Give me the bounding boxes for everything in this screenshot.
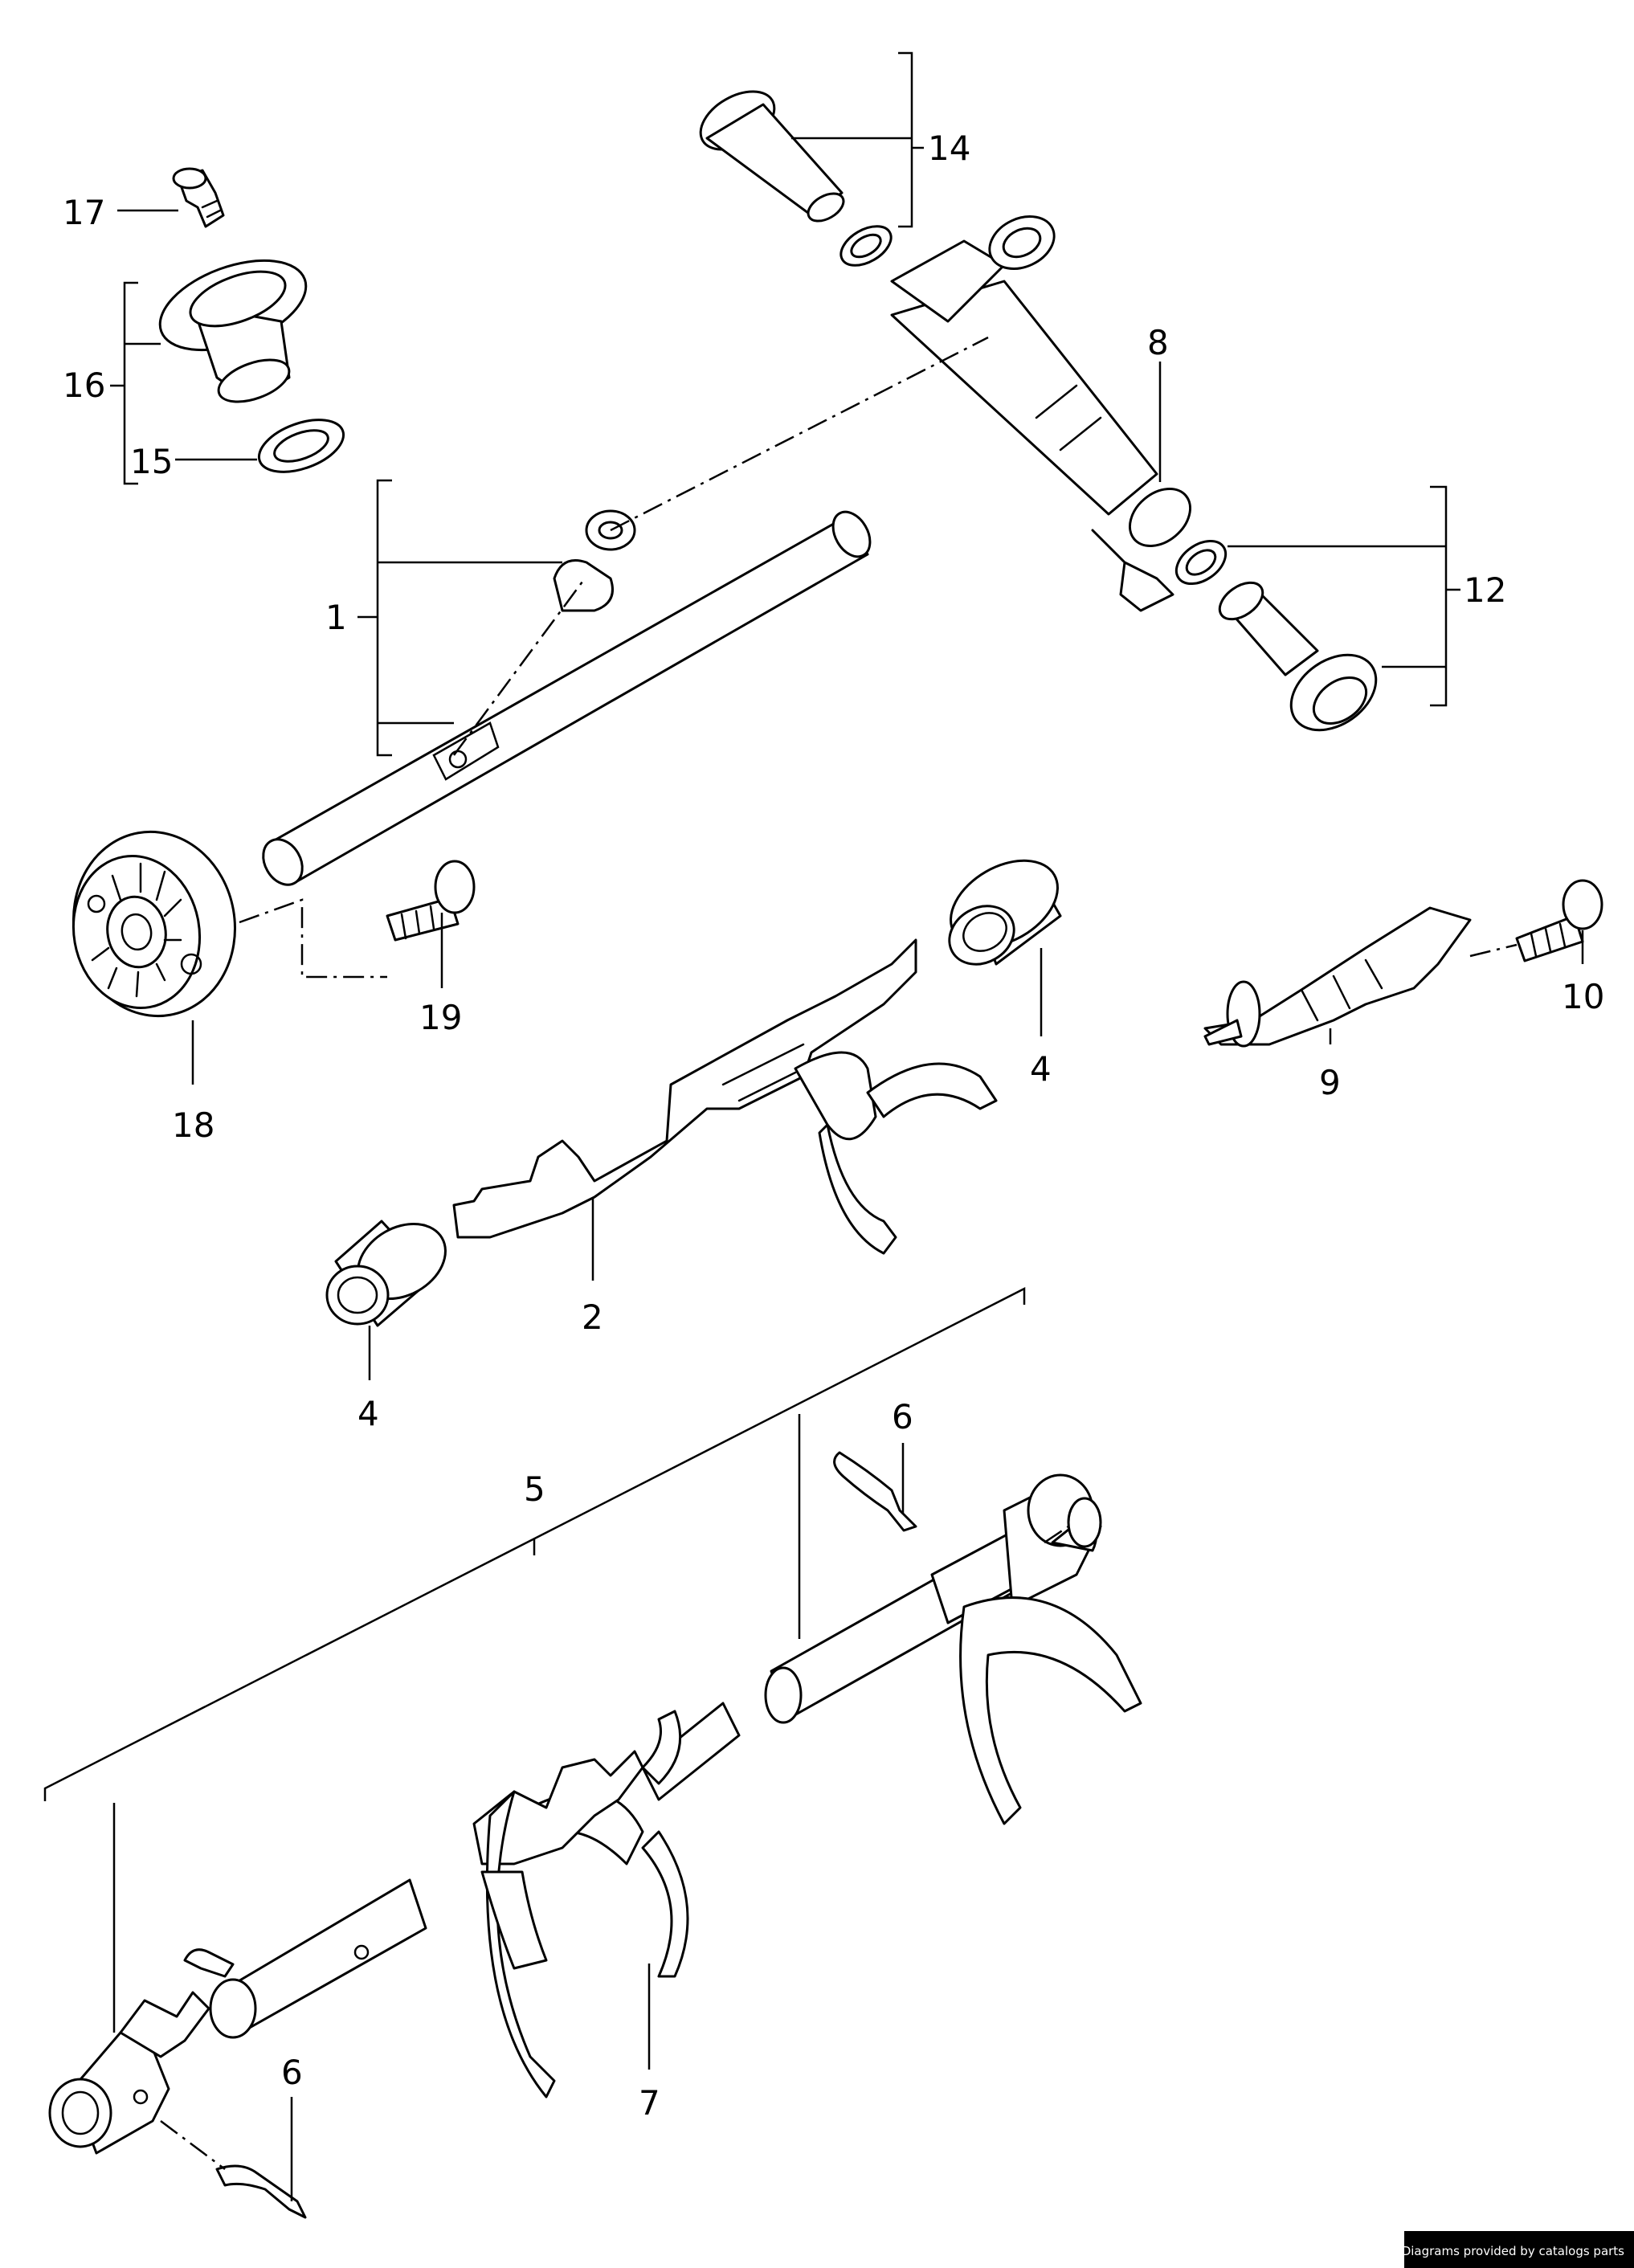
callout-6: 6 [281,2053,303,2092]
part-9-lever [1203,906,1472,1048]
part-14-pin [699,90,893,267]
part-19-bolt [386,860,476,942]
callout-14: 14 [928,129,970,168]
callout-9: 9 [1319,1063,1341,1102]
part-5-end-cap [48,1991,210,2155]
phantom-lines [160,336,1518,2170]
part-6-clip-upper [833,1451,917,1532]
credit-text: Diagrams provided by catalogs parts [1401,2244,1624,2258]
callout-2: 2 [582,1297,603,1337]
part-15-washer [257,419,345,473]
callouts: 17 16 15 14 8 12 1 19 18 4 10 9 2 4 5 6 … [63,129,1604,2123]
callout-8: 8 [1147,323,1169,362]
part-1-shift-rod [262,509,872,886]
callout-4: 4 [357,1394,379,1433]
callout-7: 7 [639,2083,660,2123]
part-4-bushing-lower [325,1220,447,1327]
callout-1: 1 [325,598,347,637]
leader-lines [43,51,1584,2201]
part-5-shift-rod-assembly [209,1473,1142,2098]
callout-17: 17 [63,193,105,232]
part-16-bushing [158,259,308,403]
part-18-wheel [71,830,236,1018]
callout-18: 18 [172,1105,214,1145]
callout-19: 19 [419,998,462,1037]
callout-4: 4 [1030,1049,1052,1089]
part-12-pin [1174,539,1378,732]
part-4-bushing-upper [948,859,1062,966]
part-6-clip-lower [183,1948,307,2219]
callout-5: 5 [524,1469,545,1509]
part-2-shift-fork [452,938,998,1255]
credit-banner: Diagrams provided by catalogs parts [1401,2231,1634,2268]
callout-12: 12 [1464,570,1506,610]
part-10-bolt [1515,879,1603,962]
callout-15: 15 [130,442,173,481]
part-17-screw [172,167,225,228]
part-8-selector-shaft [890,215,1192,612]
callout-10: 10 [1562,977,1604,1016]
callout-16: 16 [63,366,105,405]
callout-6: 6 [892,1397,913,1436]
